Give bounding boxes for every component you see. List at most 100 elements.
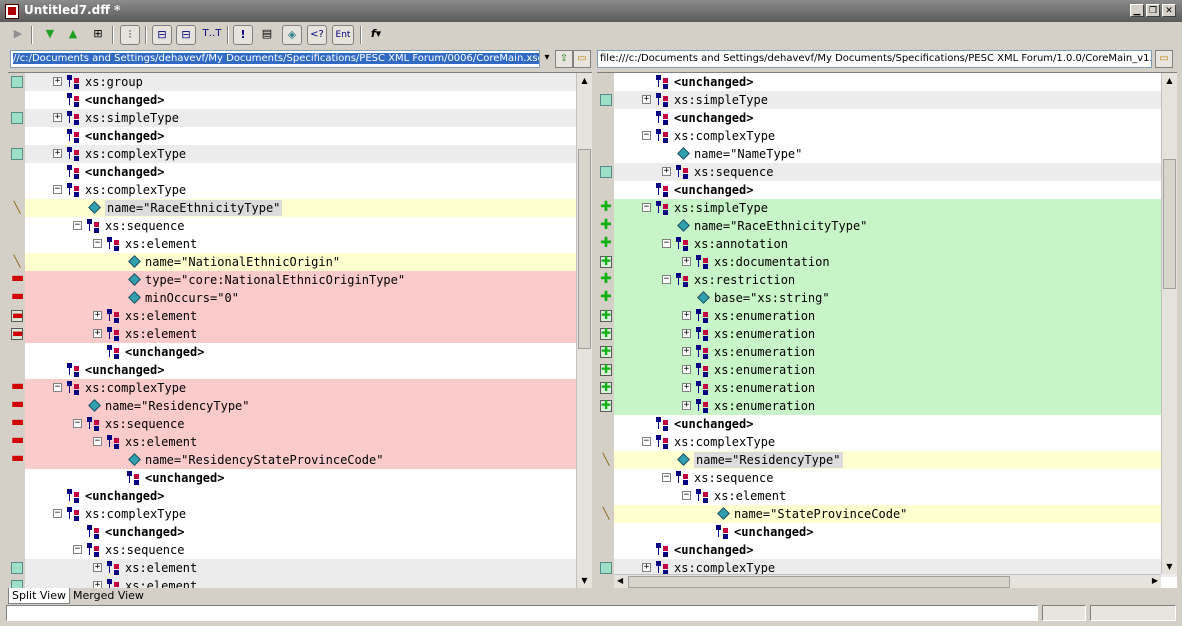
- right-horizontal-scrollbar[interactable]: ◀ ▶: [614, 574, 1161, 588]
- tree-row[interactable]: type="core:NationalEthnicOriginType"▬: [8, 271, 592, 289]
- tree-row[interactable]: +xs:sequence: [597, 163, 1177, 181]
- scroll-thumb[interactable]: [578, 149, 591, 349]
- collapse-icon[interactable]: −: [662, 472, 671, 482]
- left-path-input[interactable]: //c:/Documents and Settings/dehavevf/My …: [10, 50, 540, 68]
- tree-row[interactable]: +xs:enumeration✚: [597, 397, 1177, 415]
- scroll-left-icon[interactable]: ◀: [617, 576, 624, 585]
- tree-row[interactable]: name="StateProvinceCode"╲: [597, 505, 1177, 523]
- collapse-icon[interactable]: −: [662, 274, 671, 284]
- tree-row[interactable]: −xs:complexType: [597, 127, 1177, 145]
- expand-icon[interactable]: +: [93, 562, 102, 572]
- collapse-icon[interactable]: −: [73, 544, 82, 554]
- entity-icon[interactable]: Ent: [332, 25, 354, 45]
- tree-row[interactable]: −xs:complexType▬: [8, 379, 592, 397]
- tree-row[interactable]: +xs:element▬: [8, 325, 592, 343]
- expand-icon[interactable]: +: [642, 562, 651, 572]
- tree-row[interactable]: <unchanged>: [8, 91, 592, 109]
- attribute-icon[interactable]: ◈: [282, 25, 302, 45]
- scroll-down-icon[interactable]: ▼: [1166, 562, 1173, 571]
- collapse-icon[interactable]: −: [53, 184, 62, 194]
- expand-icon[interactable]: +: [642, 94, 651, 104]
- tree-row[interactable]: name="ResidencyStateProvinceCode"▬: [8, 451, 592, 469]
- tree-row[interactable]: −xs:sequence: [8, 217, 592, 235]
- tree-row[interactable]: +xs:enumeration✚: [597, 325, 1177, 343]
- grid-icon[interactable]: ⊞: [93, 27, 103, 40]
- tree-row[interactable]: <unchanged>: [597, 109, 1177, 127]
- left-open-folder-icon[interactable]: ⇪: [555, 50, 573, 68]
- expand-icon[interactable]: +: [53, 112, 62, 122]
- right-tree-pane[interactable]: <unchanged>+xs:simpleType<unchanged>−xs:…: [597, 72, 1177, 588]
- tree-row[interactable]: +xs:simpleType: [597, 91, 1177, 109]
- tree-row[interactable]: +xs:enumeration✚: [597, 361, 1177, 379]
- tree-row[interactable]: <unchanged>: [8, 343, 592, 361]
- collapse-icon[interactable]: −: [662, 238, 671, 248]
- tree-row[interactable]: +xs:simpleType: [8, 109, 592, 127]
- bookmark-icon[interactable]: !: [233, 25, 253, 45]
- tree-row[interactable]: −xs:element▬: [8, 433, 592, 451]
- restore-button[interactable]: ❐: [1146, 4, 1160, 17]
- tree-row[interactable]: −xs:simpleType✚: [597, 199, 1177, 217]
- tree-row[interactable]: −xs:restriction✚: [597, 271, 1177, 289]
- tree-row[interactable]: −xs:annotation✚: [597, 235, 1177, 253]
- expand-icon[interactable]: +: [53, 148, 62, 158]
- expand-icon[interactable]: +: [662, 166, 671, 176]
- scroll-down-icon[interactable]: ▼: [581, 576, 588, 585]
- tree-row[interactable]: <unchanged>: [597, 541, 1177, 559]
- prev-diff-icon[interactable]: ▲: [68, 27, 78, 40]
- tree-row[interactable]: name="ResidencyType"╲: [597, 451, 1177, 469]
- expand-icon[interactable]: +: [93, 310, 102, 320]
- tree-row[interactable]: <unchanged>: [8, 469, 592, 487]
- tree-row[interactable]: −xs:element: [8, 235, 592, 253]
- tree-row[interactable]: −xs:element: [597, 487, 1177, 505]
- tree-row[interactable]: −xs:complexType: [8, 181, 592, 199]
- right-vertical-scrollbar[interactable]: ▲ ▼: [1161, 73, 1177, 574]
- left-path-dropdown-icon[interactable]: ▾: [544, 52, 550, 63]
- tree-row[interactable]: <unchanged>: [8, 523, 592, 541]
- expand-icon[interactable]: +: [93, 328, 102, 338]
- tree-row[interactable]: name="ResidencyType"▬: [8, 397, 592, 415]
- scroll-up-icon[interactable]: ▲: [1166, 76, 1173, 85]
- split-icon[interactable]: ⫶: [120, 25, 140, 45]
- scroll-thumb[interactable]: [1163, 159, 1176, 289]
- tree-row[interactable]: name="NameType": [597, 145, 1177, 163]
- tree-row[interactable]: <unchanged>: [597, 181, 1177, 199]
- close-button[interactable]: ✕: [1162, 4, 1176, 17]
- tab-merged-view[interactable]: Merged View: [73, 589, 144, 602]
- expand-icon[interactable]: +: [682, 382, 691, 392]
- tree-row[interactable]: <unchanged>: [597, 523, 1177, 541]
- collapse-icon[interactable]: −: [53, 382, 62, 392]
- scroll-up-icon[interactable]: ▲: [581, 76, 588, 85]
- tree-row[interactable]: <unchanged>: [597, 415, 1177, 433]
- collapse-icon[interactable]: −: [642, 130, 651, 140]
- tree-row[interactable]: +xs:element▬: [8, 307, 592, 325]
- tree-row[interactable]: +xs:documentation✚: [597, 253, 1177, 271]
- scroll-thumb[interactable]: [628, 576, 1010, 588]
- left-tree-pane[interactable]: +xs:group<unchanged>+xs:simpleType<uncha…: [8, 72, 592, 588]
- tree-row[interactable]: +xs:complexType: [8, 145, 592, 163]
- text-compare-icon[interactable]: T‥T: [202, 28, 222, 39]
- left-vertical-scrollbar[interactable]: ▲ ▼: [576, 73, 592, 588]
- expand-icon[interactable]: +: [53, 76, 62, 86]
- tree-row[interactable]: <unchanged>: [8, 163, 592, 181]
- expand-icon[interactable]: +: [682, 364, 691, 374]
- pane-splitter[interactable]: [592, 72, 596, 587]
- expand-icon[interactable]: +: [682, 310, 691, 320]
- pi-icon[interactable]: <?: [307, 25, 327, 45]
- collapse-icon[interactable]: −: [73, 220, 82, 230]
- tree-row[interactable]: name="RaceEthnicityType"╲: [8, 199, 592, 217]
- document-icon[interactable]: ▤: [261, 27, 273, 40]
- function-icon[interactable]: f▾: [370, 27, 382, 40]
- tree-row[interactable]: base="xs:string"✚: [597, 289, 1177, 307]
- collapse-icon[interactable]: −: [93, 436, 102, 446]
- collapse-icon[interactable]: −: [642, 202, 651, 212]
- tree-row[interactable]: +xs:enumeration✚: [597, 343, 1177, 361]
- tree-row[interactable]: +xs:group: [8, 73, 592, 91]
- next-diff-icon[interactable]: ▼: [45, 27, 55, 40]
- tree-row[interactable]: <unchanged>: [8, 127, 592, 145]
- right-folder-icon[interactable]: ▭: [1155, 50, 1173, 68]
- tree-row[interactable]: <unchanged>: [597, 73, 1177, 91]
- scroll-right-icon[interactable]: ▶: [1151, 576, 1158, 585]
- minimize-button[interactable]: ▁: [1130, 4, 1144, 17]
- expand-icon[interactable]: +: [682, 400, 691, 410]
- collapse-icon[interactable]: −: [53, 508, 62, 518]
